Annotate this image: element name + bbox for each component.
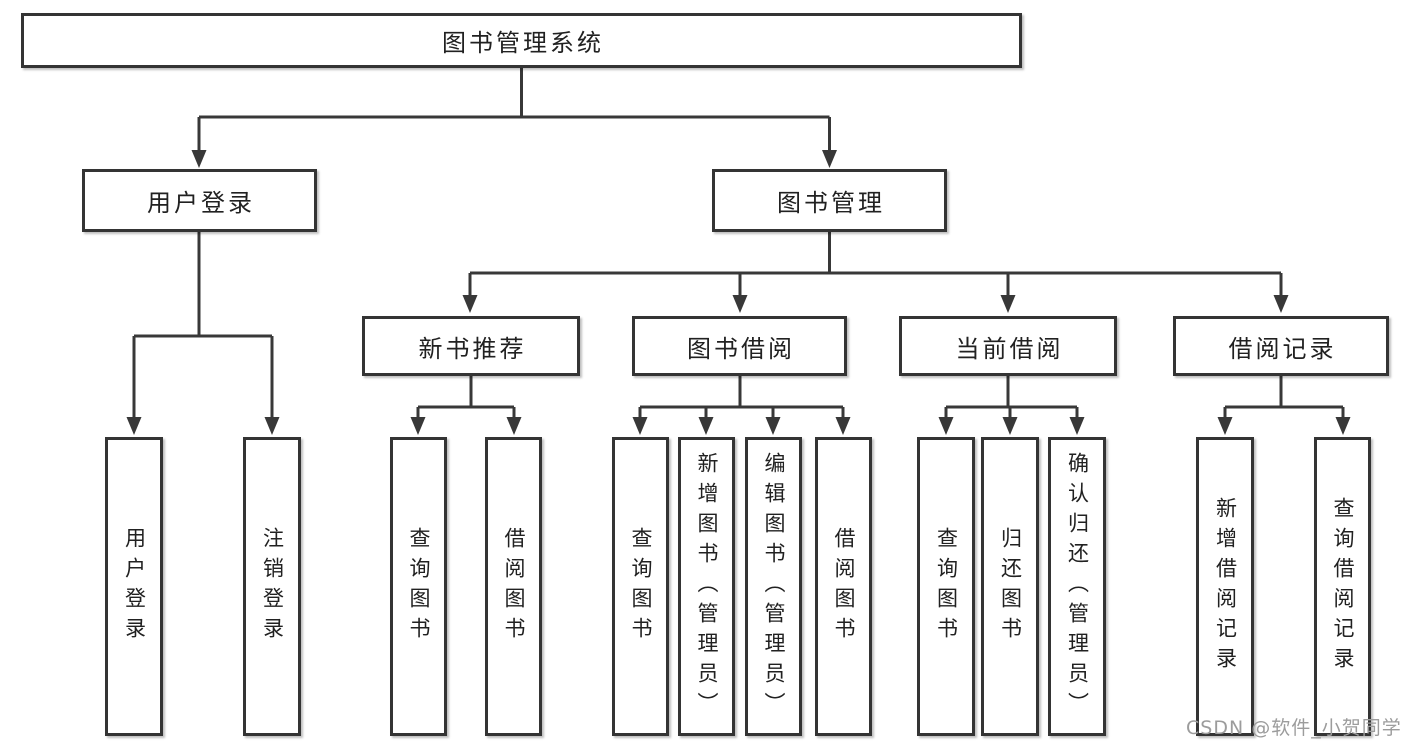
node-book-management-label: 图书管理 bbox=[777, 189, 885, 217]
node-leaf-query-books-borrow: 查询图书 bbox=[612, 437, 669, 736]
node-leaf-query-books-current: 查询图书 bbox=[917, 437, 975, 736]
node-leaf-borrow-books-rec-label: 借阅图书 bbox=[502, 526, 526, 647]
node-leaf-edit-book-admin: 编辑图书（管理员） bbox=[745, 437, 802, 736]
node-leaf-return-books-label: 归还图书 bbox=[998, 526, 1023, 647]
node-leaf-query-borrow-record: 查询借阅记录 bbox=[1314, 437, 1371, 736]
node-leaf-logout: 注销登录 bbox=[243, 437, 301, 736]
node-leaf-logout-label: 注销登录 bbox=[260, 526, 285, 647]
node-leaf-confirm-return-admin-label: 确认归还（管理员） bbox=[1065, 451, 1090, 722]
node-user-login-label: 用户登录 bbox=[147, 189, 255, 217]
node-leaf-add-borrow-record-label: 新增借阅记录 bbox=[1213, 496, 1238, 677]
arrowheads bbox=[126, 150, 1351, 435]
node-leaf-query-books-borrow-label: 查询图书 bbox=[629, 526, 653, 647]
node-book-borrowing: 图书借阅 bbox=[632, 316, 847, 376]
node-borrowing-records-label: 借阅记录 bbox=[1228, 334, 1337, 363]
node-new-book-recommend: 新书推荐 bbox=[362, 316, 580, 376]
node-leaf-return-books: 归还图书 bbox=[981, 437, 1039, 736]
node-book-management: 图书管理 bbox=[712, 169, 947, 232]
node-leaf-user-login-label: 用户登录 bbox=[122, 526, 147, 647]
node-leaf-query-books-rec-label: 查询图书 bbox=[407, 526, 431, 647]
node-leaf-user-login: 用户登录 bbox=[105, 437, 163, 736]
node-root: 图书管理系统 bbox=[21, 13, 1022, 68]
node-leaf-borrow-books: 借阅图书 bbox=[815, 437, 872, 736]
watermark: CSDN @软件_小贺同学 bbox=[1186, 717, 1402, 739]
node-root-label: 图书管理系统 bbox=[442, 29, 604, 57]
node-leaf-edit-book-admin-label: 编辑图书（管理员） bbox=[762, 451, 786, 722]
node-leaf-borrow-books-label: 借阅图书 bbox=[832, 526, 856, 647]
node-user-login: 用户登录 bbox=[82, 169, 317, 232]
node-book-borrowing-label: 图书借阅 bbox=[687, 334, 795, 363]
node-leaf-query-books-rec: 查询图书 bbox=[390, 437, 447, 736]
node-leaf-borrow-books-rec: 借阅图书 bbox=[485, 437, 542, 736]
node-current-borrowing: 当前借阅 bbox=[899, 316, 1117, 376]
node-leaf-add-book-admin-label: 新增图书（管理员） bbox=[695, 451, 719, 722]
node-leaf-confirm-return-admin: 确认归还（管理员） bbox=[1048, 437, 1106, 736]
node-borrowing-records: 借阅记录 bbox=[1173, 316, 1389, 376]
node-leaf-add-borrow-record: 新增借阅记录 bbox=[1196, 437, 1254, 736]
node-leaf-query-books-current-label: 查询图书 bbox=[934, 526, 959, 647]
node-leaf-query-borrow-record-label: 查询借阅记录 bbox=[1331, 496, 1355, 677]
node-new-book-recommend-label: 新书推荐 bbox=[418, 334, 527, 363]
node-current-borrowing-label: 当前借阅 bbox=[955, 334, 1064, 363]
node-leaf-add-book-admin: 新增图书（管理员） bbox=[678, 437, 735, 736]
connector-strokes bbox=[132, 68, 1345, 421]
